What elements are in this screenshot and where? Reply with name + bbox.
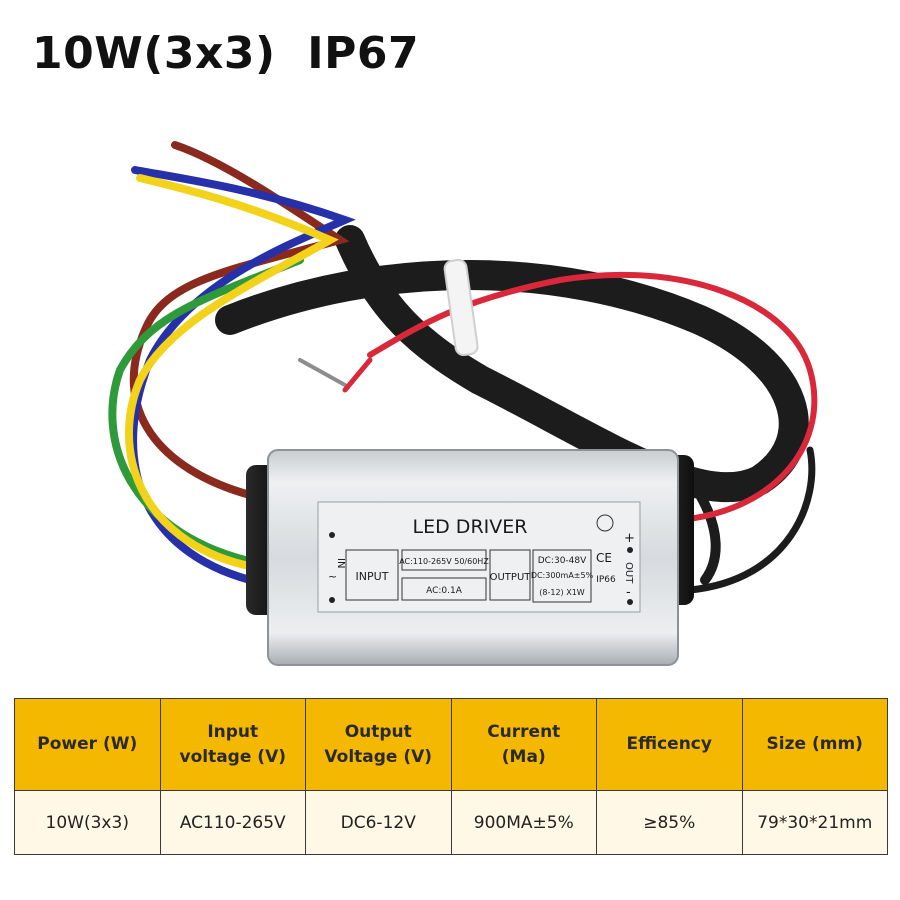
- wire-brown: [129, 141, 350, 499]
- output-cable: [215, 225, 809, 503]
- label-title: LED DRIVER: [413, 516, 528, 538]
- ce-mark: CE: [596, 551, 612, 565]
- plus-sign: +: [624, 531, 635, 546]
- dc-current: DC:300mA±5%: [531, 571, 594, 580]
- ac-range: AC:110-265V 50/60HZ: [399, 557, 489, 566]
- wire-black-out: [686, 446, 816, 594]
- cell-current: 900MA±5%: [450, 790, 597, 855]
- cable-tie: [443, 258, 479, 357]
- in-label: IN: [335, 558, 346, 568]
- dc-config: (8-12) X1W: [539, 588, 585, 597]
- cell-input-voltage: AC110-265V: [159, 790, 306, 855]
- product-photo: LOKED LOKED LOKED LED DRIVER IN ~ INPUT …: [89, 141, 818, 666]
- header-efficiency: Efficency: [596, 698, 743, 791]
- driver-label: LED DRIVER IN ~ INPUT AC:110-265V 50/60H…: [317, 501, 641, 613]
- minus-sign: -: [626, 585, 631, 600]
- header-power: Power (W): [14, 698, 161, 791]
- dc-range: DC:30-48V: [538, 556, 587, 566]
- cell-efficiency: ≥85%: [596, 790, 743, 855]
- header-size: Size (mm): [741, 698, 888, 791]
- ip-rating: IP66: [596, 575, 616, 585]
- page-title: 10W(3x3) IP67: [32, 28, 420, 79]
- wire-yellow: [124, 174, 339, 569]
- out-label: OUT: [623, 562, 634, 584]
- header-current: Current(Ma): [450, 698, 597, 791]
- in-tilde-bottom: ~: [328, 570, 337, 583]
- output-box: OUTPUT: [490, 572, 532, 583]
- ac-current: AC:0.1A: [426, 586, 463, 596]
- cell-size: 79*30*21mm: [741, 790, 888, 855]
- input-box: INPUT: [356, 570, 389, 583]
- cell-power: 10W(3x3): [14, 790, 161, 855]
- table-row: 10W(3x3) AC110-265V DC6-12V 900MA±5% ≥85…: [14, 790, 888, 855]
- cell-output-voltage: DC6-12V: [305, 790, 452, 855]
- qc-seal-icon: [596, 514, 614, 532]
